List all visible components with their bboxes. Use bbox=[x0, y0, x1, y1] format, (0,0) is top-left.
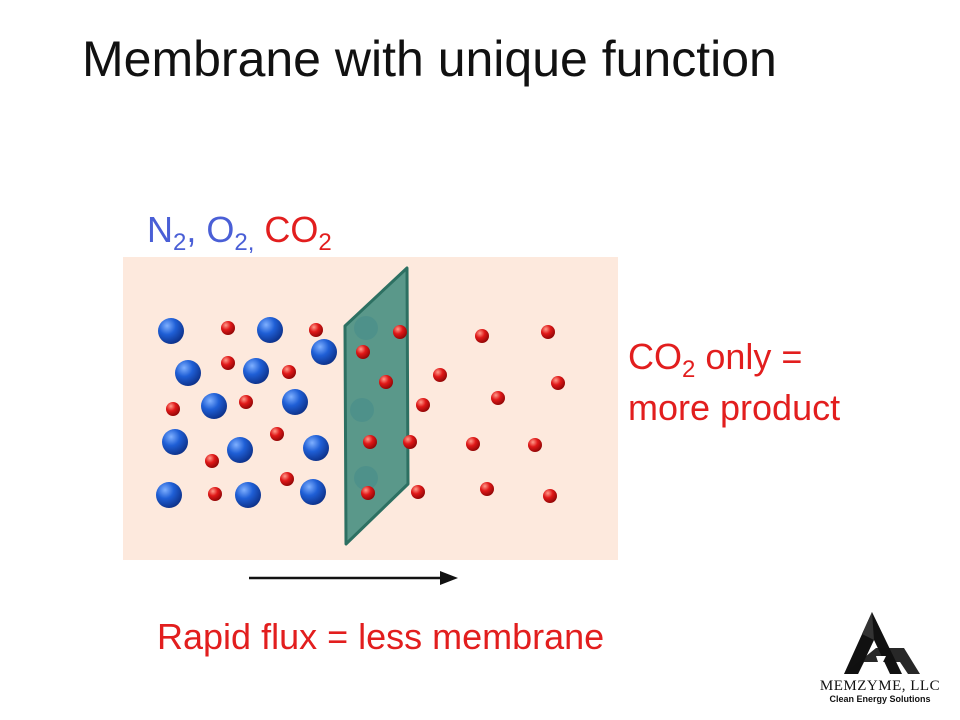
flux-label: Rapid flux = less membrane bbox=[157, 616, 605, 657]
separator: , bbox=[186, 209, 207, 250]
o2-label: O bbox=[206, 209, 235, 250]
co2-molecule bbox=[379, 375, 393, 389]
n2-o2-molecule bbox=[156, 482, 182, 508]
n2-o2-molecule bbox=[243, 358, 269, 384]
co2-molecule bbox=[480, 482, 494, 496]
n2-o2-molecule bbox=[257, 317, 283, 343]
n2-o2-molecule bbox=[282, 389, 308, 415]
co2-molecule bbox=[403, 435, 417, 449]
co2-molecule bbox=[393, 325, 407, 339]
co2-molecule bbox=[491, 391, 505, 405]
slide-title: Membrane with unique function bbox=[82, 31, 777, 87]
n2-o2-molecule bbox=[175, 360, 201, 386]
co2-molecule bbox=[475, 329, 489, 343]
co2-molecule bbox=[239, 395, 253, 409]
product-label-rest: only = bbox=[695, 336, 803, 377]
co2-label: CO bbox=[628, 336, 682, 377]
co2-molecule bbox=[221, 321, 235, 335]
n2-o2-molecule bbox=[227, 437, 253, 463]
n2-o2-molecule bbox=[300, 479, 326, 505]
co2-molecule bbox=[551, 376, 565, 390]
co2-molecule bbox=[282, 365, 296, 379]
o2-subscript: 2, bbox=[234, 229, 255, 256]
n2-o2-molecule bbox=[311, 339, 337, 365]
co2-molecule bbox=[416, 398, 430, 412]
co2-molecule bbox=[270, 427, 284, 441]
co2-molecule bbox=[280, 472, 294, 486]
logo-company-name: MEMZYME, LLC bbox=[819, 678, 941, 694]
n2-o2-molecule bbox=[303, 435, 329, 461]
n2-o2-molecule bbox=[162, 429, 188, 455]
co2-molecule bbox=[528, 438, 542, 452]
co2-molecule bbox=[361, 486, 375, 500]
feed-molecules bbox=[156, 317, 337, 508]
co2-molecule bbox=[205, 454, 219, 468]
n2-o2-molecule bbox=[201, 393, 227, 419]
n2-o2-molecule bbox=[158, 318, 184, 344]
logo-tagline: Clean Energy Solutions bbox=[829, 694, 931, 704]
co2-molecule bbox=[543, 489, 557, 503]
co2-subscript: 2 bbox=[682, 356, 696, 383]
co2-molecule bbox=[363, 435, 377, 449]
n2-o2-molecule bbox=[235, 482, 261, 508]
memzyme-logo-icon bbox=[844, 612, 920, 674]
co2-label: CO bbox=[264, 209, 319, 250]
co2-molecule bbox=[356, 345, 370, 359]
n2-subscript: 2 bbox=[173, 229, 187, 256]
co2-molecule bbox=[221, 356, 235, 370]
co2-molecule bbox=[166, 402, 180, 416]
feed-gas-label: N2, O2, CO2 bbox=[147, 210, 332, 256]
product-label-line1: CO2 only = bbox=[628, 334, 840, 385]
co2-molecule bbox=[541, 325, 555, 339]
flux-arrow bbox=[249, 571, 458, 585]
co2-molecule bbox=[411, 485, 425, 499]
co2-molecule bbox=[466, 437, 480, 451]
co2-molecule bbox=[433, 368, 447, 382]
co2-molecule bbox=[309, 323, 323, 337]
product-label: CO2 only = more product bbox=[628, 334, 840, 432]
membrane bbox=[343, 266, 410, 546]
permeate-molecules bbox=[356, 325, 565, 503]
n2-label: N bbox=[147, 209, 173, 250]
product-label-line2: more product bbox=[628, 387, 841, 429]
co2-molecule bbox=[208, 487, 222, 501]
co2-subscript: 2 bbox=[318, 229, 332, 256]
